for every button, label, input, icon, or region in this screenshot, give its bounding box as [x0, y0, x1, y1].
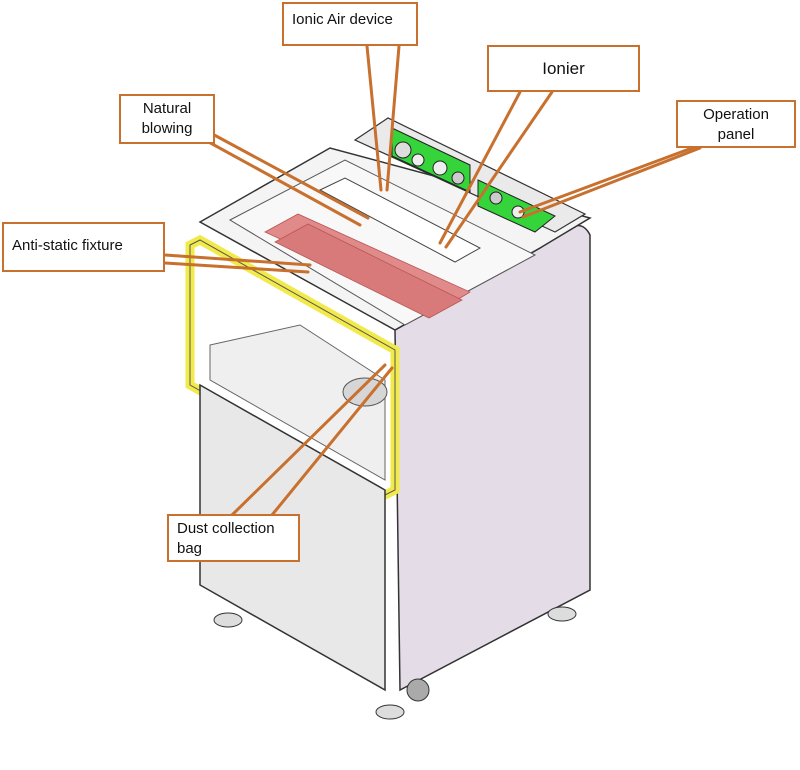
anti-static-fixture-bars	[264, 213, 471, 319]
label-operation-panel-2: panel	[717, 126, 755, 143]
label-anti-static-fixture: Anti-static fixture	[12, 237, 123, 254]
knob-icon	[489, 191, 503, 205]
callout-natural-blowing: Natural blowing	[119, 94, 215, 144]
knob-icon	[451, 171, 465, 185]
foot-icon	[375, 704, 405, 720]
work-area	[228, 159, 537, 326]
callout-operation-panel: Operation panel	[676, 100, 796, 148]
wheel-icon	[406, 678, 430, 702]
leader-natural-blowing	[203, 128, 370, 227]
callout-anti-static-fixture: Anti-static fixture	[2, 222, 165, 272]
knob-icon	[411, 153, 425, 167]
label-natural-blowing-2: blowing	[141, 120, 193, 137]
leader-lines	[163, 44, 702, 517]
cabinet-inner	[209, 324, 386, 481]
label-ionic-air-device: Ionic Air device	[292, 11, 393, 28]
leader-ionier	[438, 90, 554, 249]
dust-collection-bag	[342, 377, 388, 407]
leader-dust	[230, 363, 394, 517]
label-ionier: Ionier	[542, 59, 585, 78]
label-dust-collection-1: Dust collection	[177, 520, 275, 537]
callout-ionic-air-device: Ionic Air device	[282, 2, 418, 46]
leader-operation	[518, 143, 702, 219]
label-operation-panel-1: Operation	[703, 106, 769, 123]
knob-icon	[432, 160, 448, 176]
knob-icon	[394, 141, 412, 159]
leader-ionic-air	[365, 44, 401, 192]
callout-dust-collection-bag: Dust collection bag	[167, 514, 300, 562]
foot-icon	[547, 606, 577, 622]
label-natural-blowing-1: Natural	[142, 100, 192, 117]
leader-anti-static	[163, 253, 312, 274]
label-dust-collection-2: bag	[177, 540, 203, 557]
callout-ionier: Ionier	[487, 45, 640, 92]
foot-icon	[213, 612, 243, 628]
